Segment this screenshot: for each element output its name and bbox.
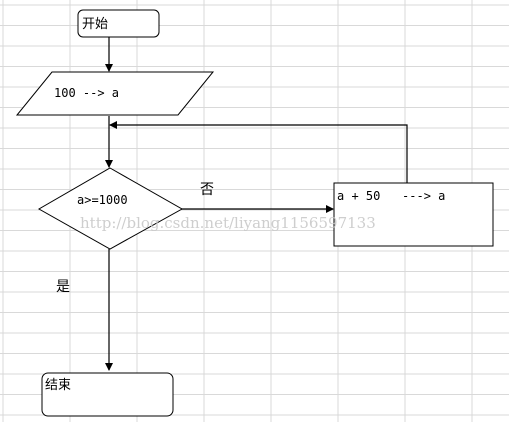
process-node-label: a + 50 ---> a <box>337 189 445 203</box>
edge-yes-label: 是 <box>56 279 70 295</box>
watermark-url: http://blog.csdn.net/liyang1156597133 <box>80 214 376 232</box>
start-node-label: 开始 <box>82 17 108 32</box>
process-node: a + 50 ---> a <box>333 182 494 247</box>
end-node: 结束 <box>41 372 174 417</box>
decision-node: a>=1000 <box>37 167 184 250</box>
decision-node-label: a>=1000 <box>77 193 128 207</box>
start-node: 开始 <box>77 9 160 38</box>
input-node-label: 100 --> a <box>54 86 119 100</box>
edge-process-loop-back <box>109 121 408 183</box>
edge-no-label: 否 <box>200 182 214 198</box>
edges <box>105 37 408 371</box>
input-node: 100 --> a <box>15 71 215 116</box>
end-node-label: 结束 <box>45 378 71 393</box>
